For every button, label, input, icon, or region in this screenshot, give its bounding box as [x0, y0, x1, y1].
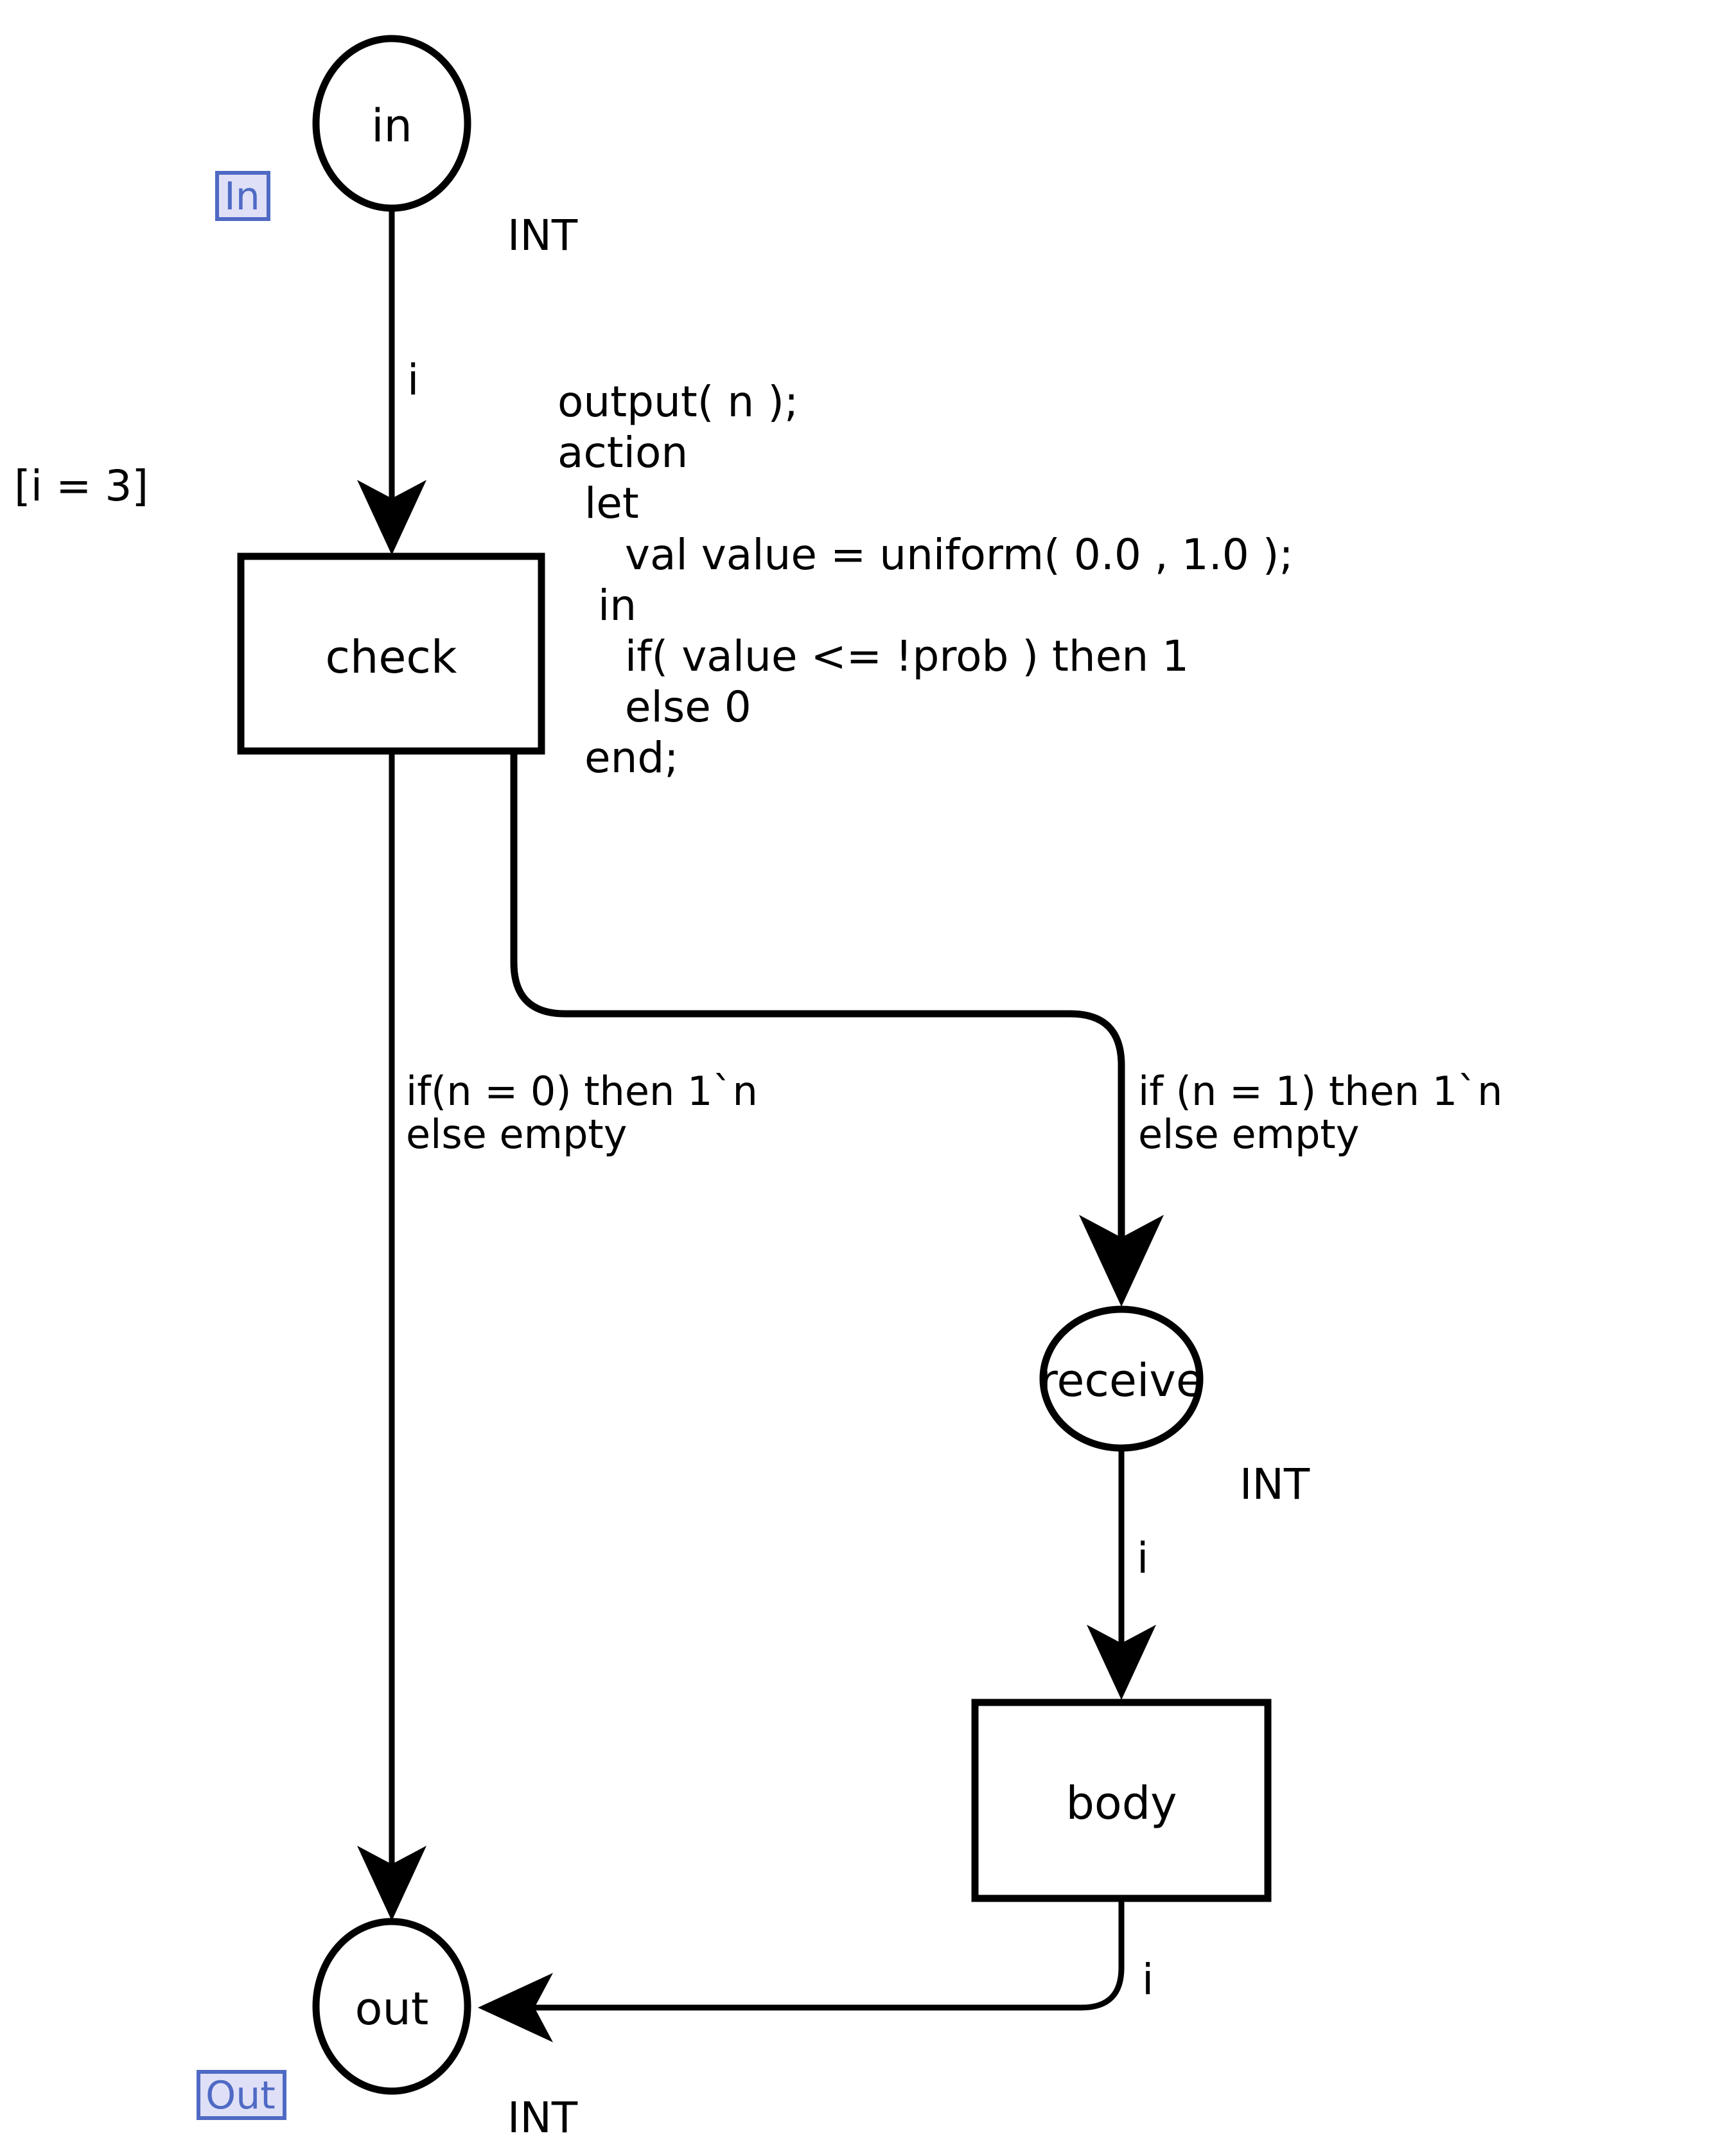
- place-receive-ellipse[interactable]: [1039, 1305, 1204, 1452]
- transition-check-label: check: [325, 631, 457, 684]
- port-tag-in[interactable]: In: [215, 171, 270, 221]
- arc-label-body-out: i: [1142, 1955, 1154, 2004]
- arc-label-receive-body: i: [1137, 1533, 1149, 1583]
- type-label-out: INT: [507, 2093, 578, 2143]
- transition-check-box[interactable]: [237, 552, 545, 755]
- guard-label-check: [i = 3]: [14, 461, 149, 511]
- place-out-label: out: [355, 1983, 429, 2035]
- arc-check-to-receive: [510, 751, 1164, 1307]
- place-in-label: in: [371, 100, 412, 152]
- arc-label-check-out-line1: if(n = 0) then 1`n: [406, 1068, 758, 1115]
- place-in-ellipse[interactable]: [312, 35, 471, 212]
- code-block-check: output( n ); action let val value = unif…: [557, 377, 1294, 783]
- type-label-in: INT: [507, 211, 578, 260]
- arc-label-in-check: i: [407, 355, 419, 405]
- type-label-receive: INT: [1240, 1460, 1310, 1509]
- arc-label-check-out-line2: else empty: [406, 1110, 628, 1158]
- arc-label-check-receive-line1: if (n = 1) then 1`n: [1138, 1068, 1503, 1115]
- transition-body-box[interactable]: [971, 1699, 1272, 1902]
- arc-body-to-out: [478, 1898, 1125, 2042]
- place-out-ellipse[interactable]: [312, 1918, 471, 2095]
- arc-label-check-receive-line2: else empty: [1138, 1110, 1360, 1158]
- port-tag-out[interactable]: Out: [197, 2070, 286, 2120]
- transition-body-label: body: [1066, 1777, 1177, 1830]
- place-receive-label: receive: [1039, 1354, 1204, 1407]
